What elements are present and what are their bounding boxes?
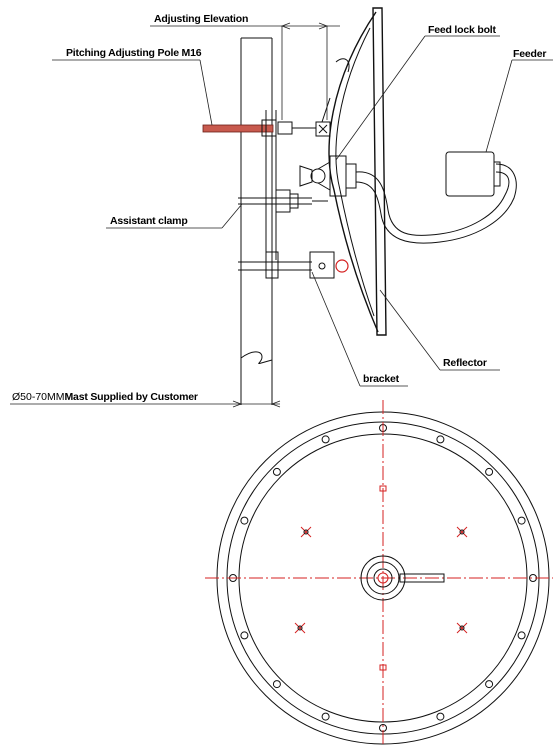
leader-lines — [52, 35, 553, 387]
mast-dimension — [10, 400, 281, 408]
mount-mark — [456, 622, 468, 634]
mount-mark — [300, 526, 312, 538]
bracket-label: bracket — [363, 373, 400, 385]
feeder — [355, 151, 517, 244]
rim-bolt-hole — [240, 631, 249, 640]
mount-mark — [456, 526, 468, 538]
rim-bolt-hole — [485, 680, 494, 689]
reflector-dish — [328, 7, 387, 336]
rim-bolt-hole — [272, 680, 281, 689]
pitching-pole — [202, 97, 331, 137]
mast — [240, 37, 273, 405]
rim-bolt-hole — [436, 712, 445, 721]
upper-clamp — [265, 110, 277, 260]
feed-hub — [299, 155, 357, 197]
feeder-label: Feeder — [513, 48, 546, 60]
rim-bolt-hole — [240, 516, 249, 525]
mast-label: Ø50-70MMMast Supplied by Customer — [12, 391, 198, 403]
feed-lock-bolt-label: Feed lock bolt — [428, 24, 496, 36]
rim-bolt-hole — [517, 516, 526, 525]
rim-bolt-hole — [321, 435, 330, 444]
rim-bolt-hole — [436, 435, 445, 444]
reflector-label: Reflector — [443, 357, 487, 369]
pitching-adjusting-pole-label: Pitching Adjusting Pole M16 — [66, 47, 202, 59]
mount-mark — [294, 622, 306, 634]
side-view: Adjusting Elevation Feed lock bolt Feede… — [10, 7, 553, 408]
mounting-marks — [294, 526, 468, 634]
mast-supplied-text: Mast Supplied by Customer — [65, 391, 198, 403]
front-view — [205, 400, 553, 747]
rim-bolt-hole — [272, 467, 281, 476]
elevation-dimension — [150, 22, 340, 120]
rim-bolt-hole — [517, 631, 526, 640]
assistant-clamp-label: Assistant clamp — [110, 215, 188, 227]
mast-diameter-text: Ø50-70MM — [12, 391, 65, 403]
bracket — [238, 251, 349, 279]
center-hub — [360, 555, 445, 601]
rim-bolt-hole — [321, 712, 330, 721]
assistant-clamp — [238, 189, 328, 213]
rim-bolt-hole — [485, 467, 494, 476]
adjusting-elevation-label: Adjusting Elevation — [154, 13, 248, 25]
